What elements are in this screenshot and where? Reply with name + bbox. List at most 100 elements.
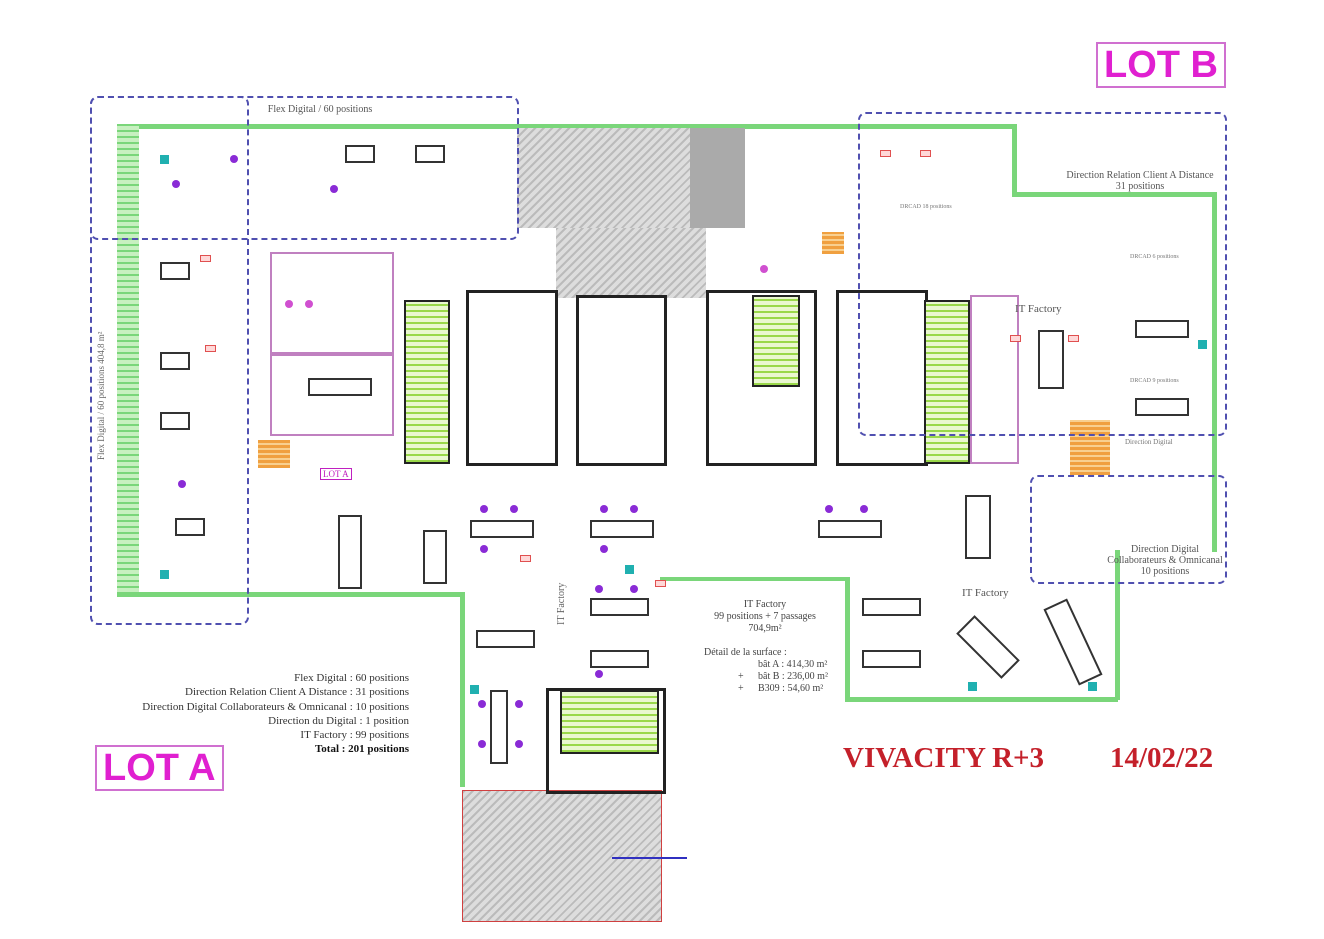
- drcad-label: DRCAD 18 positions: [900, 204, 952, 210]
- chair: [630, 585, 638, 593]
- desk: [175, 518, 205, 536]
- chair: [600, 505, 608, 513]
- exterior-wall: [845, 697, 1118, 702]
- elevator-shaft: [706, 290, 817, 466]
- desk: [590, 650, 649, 668]
- positions-legend: Flex Digital : 60 positions Direction Re…: [142, 671, 409, 757]
- legend-item: Flex Digital : 60 positions: [294, 672, 409, 684]
- chair: [230, 155, 238, 163]
- direction-digital-collab-label: Direction Digital Collaborateurs & Omnic…: [1100, 544, 1230, 577]
- zone-title: Direction Relation Client A Distance: [1066, 170, 1214, 181]
- conference-table: [308, 378, 372, 396]
- legend-item: Direction du Digital : 1 position: [268, 714, 409, 727]
- exterior-wall: [1212, 192, 1217, 552]
- chair: [860, 505, 868, 513]
- technical-rooms: [546, 688, 666, 794]
- staircase: [560, 690, 659, 754]
- flex-digital-side-label: Flex Digital / 60 positions 404,8 m²: [96, 331, 106, 460]
- chair: [478, 740, 486, 748]
- storage-grid: [822, 232, 844, 254]
- sanitary-block: [466, 290, 558, 466]
- chair: [285, 300, 293, 308]
- escalator: [404, 300, 450, 464]
- exterior-wall: [845, 577, 850, 701]
- it-factory-label: IT Factory: [556, 582, 567, 625]
- marker: [968, 682, 977, 691]
- escalator: [924, 300, 970, 464]
- elevator-shaft: [576, 295, 667, 466]
- note-detail-title: Détail de la surface :: [704, 647, 787, 658]
- direction-digital-label: Direction Digital: [1125, 438, 1173, 446]
- lot-b-label: LOT B: [1096, 42, 1226, 88]
- note-detail-row: bât A : 414,30 m²: [758, 659, 828, 670]
- desk: [423, 530, 447, 584]
- desk: [1135, 398, 1189, 416]
- desk: [415, 145, 445, 163]
- note-detail-row: +bât B : 236,00 m²: [738, 671, 828, 682]
- position-tag: [200, 255, 211, 262]
- position-tag: [1010, 335, 1021, 342]
- chair: [478, 700, 486, 708]
- position-tag: [655, 580, 666, 587]
- zone-direction-digital-collab: [1030, 475, 1227, 584]
- chair: [480, 505, 488, 513]
- note-surface: 704,9m²: [748, 623, 782, 634]
- lot-a-label: LOT A: [95, 745, 224, 791]
- escalator: [752, 295, 800, 387]
- chair: [178, 480, 186, 488]
- desk: [470, 520, 534, 538]
- marker: [625, 565, 634, 574]
- marker: [160, 570, 169, 579]
- grey-zone: [690, 128, 745, 228]
- zone-title: Direction Digital: [1130, 544, 1200, 555]
- desk: [1038, 330, 1064, 389]
- zone-flex-digital-left: [90, 96, 249, 625]
- desk: [160, 352, 190, 370]
- legend-item: Direction Relation Client A Distance : 3…: [185, 686, 409, 699]
- meeting-room: [270, 352, 394, 436]
- note-detail-row: +B309 : 54,60 m²: [738, 683, 824, 694]
- chair: [172, 180, 180, 188]
- desk: [476, 630, 535, 648]
- legend-item: IT Factory : 99 positions: [300, 729, 409, 742]
- office-room: [970, 295, 1019, 464]
- note-title: IT Factory: [743, 599, 787, 610]
- chair: [630, 505, 638, 513]
- exterior-wall: [1115, 550, 1120, 700]
- meeting-room: [270, 252, 394, 356]
- it-factory-label: IT Factory: [1015, 303, 1062, 315]
- drcad-label: DRCAD 9 positions: [1130, 378, 1179, 384]
- marker: [160, 155, 169, 164]
- chair: [480, 545, 488, 553]
- chair: [600, 545, 608, 553]
- flex-digital-zone-label: Flex Digital / 60 positions: [267, 104, 373, 115]
- desk: [590, 598, 649, 616]
- exterior-wall: [460, 592, 465, 787]
- chair: [760, 265, 768, 273]
- desk: [590, 520, 654, 538]
- zone-subtitle: Collaborateurs & Omnicanal: [1107, 555, 1223, 566]
- zone-positions: 10 positions: [1140, 566, 1190, 577]
- chair: [330, 185, 338, 193]
- plan-date: 14/02/22: [1110, 742, 1214, 774]
- desk: [490, 690, 508, 764]
- legend-item: Direction Digital Collaborateurs & Omnic…: [142, 700, 409, 713]
- lower-hatched-area: [462, 790, 662, 922]
- it-factory-label: IT Factory: [962, 587, 1009, 599]
- position-tag: [880, 150, 891, 157]
- chair: [595, 670, 603, 678]
- exterior-wall: [117, 124, 1017, 129]
- plan-title: VIVACITY R+3: [843, 742, 1045, 774]
- desk: [862, 650, 921, 668]
- drcad-label: DRCAD 6 positions: [1130, 254, 1179, 260]
- desk: [862, 598, 921, 616]
- desk: [160, 412, 190, 430]
- exterior-wall: [117, 124, 139, 594]
- exterior-wall: [660, 577, 848, 581]
- zone-direction-relation-client: [858, 112, 1227, 436]
- axis-line: [612, 857, 687, 859]
- position-tag: [920, 150, 931, 157]
- desk: [160, 262, 190, 280]
- position-tag: [1068, 335, 1079, 342]
